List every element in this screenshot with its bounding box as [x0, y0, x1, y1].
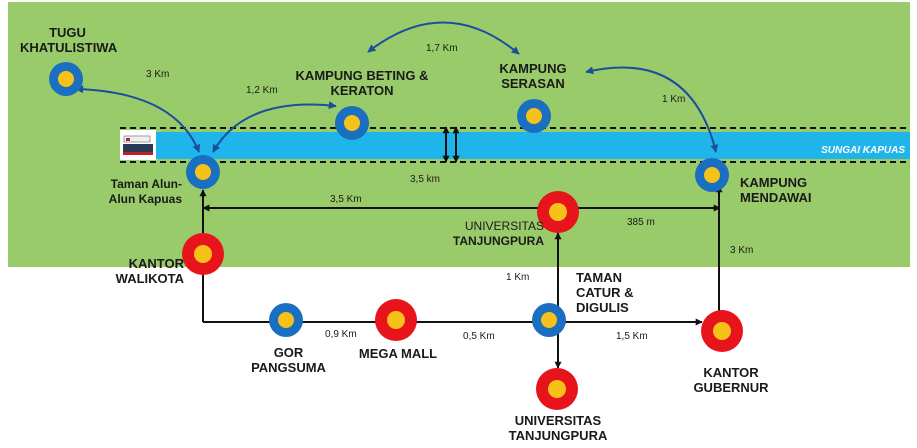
distance-serasan-mendawai: 1 Km [662, 94, 686, 105]
curved-arrows [75, 21, 719, 153]
distance-catur-untan: 1 Km [506, 272, 530, 283]
bridge-crossing-arrows [442, 126, 460, 163]
marker-kantor-walikota [182, 233, 224, 275]
marker-tugu-khatulistiwa [49, 62, 83, 96]
label-mega-mall: MEGA MALL [358, 346, 438, 361]
distance-alun-mendawai: 3,5 Km [330, 194, 362, 205]
label-kampung-beting-keraton: KAMPUNG BETING &KERATON [295, 68, 429, 98]
marker-kampung-beting [335, 106, 369, 140]
boat-icon [120, 130, 156, 160]
marker-kampung-serasan [517, 99, 551, 133]
distance-gor-mall: 0,9 Km [325, 329, 357, 340]
distance-catur-gubernur: 1,5 Km [616, 331, 648, 342]
distance-beting-serasan: 1,7 Km [426, 43, 458, 54]
distance-untan-mendawai: 385 m [627, 217, 655, 228]
river-label: SUNGAI KAPUAS [821, 145, 905, 156]
distance-mendawai-gubernur: 3 Km [730, 245, 754, 256]
label-taman-alun-alun: Taman Alun-Alun Kapuas [108, 177, 182, 206]
river-kapuas [120, 132, 910, 159]
marker-taman-catur [532, 303, 566, 337]
distance-mall-catur: 0,5 Km [463, 331, 495, 342]
distance-river-crossing: 3,5 km [410, 174, 441, 185]
marker-taman-alun-alun [186, 155, 220, 189]
distance-alun-beting: 1,2 Km [246, 85, 278, 96]
distance-tugu-alun: 3 Km [146, 69, 170, 80]
marker-kampung-mendawai [695, 158, 729, 192]
marker-kantor-gubernur [701, 310, 743, 352]
marker-universitas-top [537, 191, 579, 233]
marker-mega-mall [375, 299, 417, 341]
marker-gor-pangsuma [269, 303, 303, 337]
marker-universitas-bottom [536, 368, 578, 410]
